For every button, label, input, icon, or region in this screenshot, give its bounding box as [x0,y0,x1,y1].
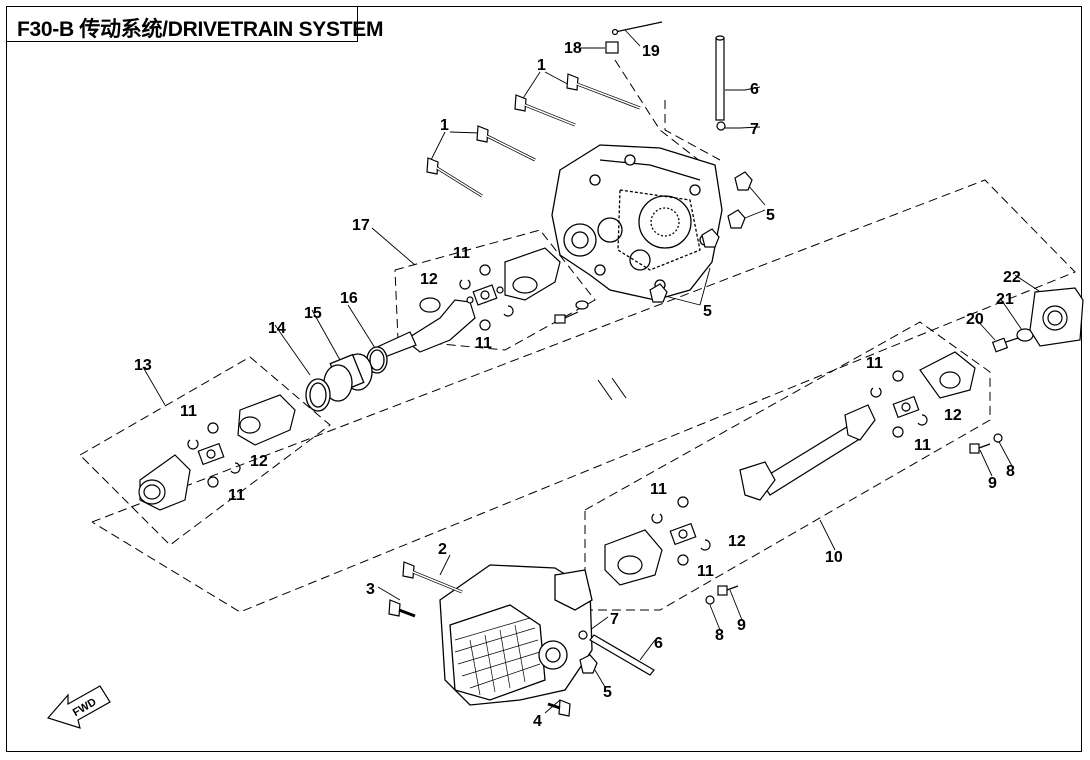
callout-8-rear: 8 [715,627,724,644]
callout-10: 10 [825,549,843,566]
flange-20-21-22 [991,287,1084,353]
coupling-group-13 [138,394,296,511]
u-joint-cross-12-right [892,395,920,419]
callout-3: 3 [366,581,375,598]
callout-12-d: 12 [728,533,746,550]
callout-12-b: 12 [250,453,268,470]
callout-5-rear: 5 [603,684,612,701]
callout-12-a: 12 [420,271,438,288]
bolt-1b [514,94,576,127]
callout-15: 15 [304,305,322,322]
callout-8-right: 8 [1006,463,1015,480]
drawing-frame [6,6,1082,752]
u-joint-cross-12-rear [669,522,697,546]
nuts-5-front [649,171,753,303]
callout-21: 21 [996,291,1014,308]
callout-11-h: 11 [697,563,714,580]
callout-6-rear: 6 [654,635,663,652]
callout-4: 4 [533,713,542,730]
callout-1-upper: 1 [537,57,546,74]
bolt-1-set [426,73,641,198]
fwd-arrow-icon: FWD [46,685,111,729]
u-joint-cross-12-left [197,442,225,466]
title-box: F30-B 传动系统/DRIVETRAIN SYSTEM [6,6,383,42]
rear-gearcase [439,564,593,706]
break-mark [597,377,627,401]
callout-11-e: 11 [866,355,883,372]
callout-20: 20 [966,311,984,328]
front-differential-housing [551,144,723,301]
callout-2: 2 [438,541,447,558]
callout-18: 18 [564,40,582,57]
callout-6-top: 6 [750,81,759,98]
callout-12-c: 12 [944,407,962,424]
callout-11-a: 11 [453,245,470,262]
sleeve-15 [323,353,373,402]
page-title: F30-B 传动系统/DRIVETRAIN SYSTEM [17,18,384,41]
bracket-18-pin-19 [605,21,663,54]
callout-11-g: 11 [650,481,667,498]
callout-11-c: 11 [180,403,197,420]
callout-5-mid: 5 [703,303,712,320]
rings-14-15-16 [305,346,388,412]
callout-14: 14 [268,320,286,337]
breather-tube-rear [578,630,655,676]
leader-lines [142,29,1046,714]
callout-11-f: 11 [914,437,931,454]
callout-13: 13 [134,357,152,374]
callout-7-rear: 7 [610,611,619,628]
callout-9-rear: 9 [737,617,746,634]
callout-11-d: 11 [228,487,245,504]
group-outlines [79,59,1076,613]
rear-gearcase-grille [454,617,541,696]
callout-9-right: 9 [988,475,997,492]
callout-17: 17 [352,217,370,234]
bolt-1c [476,125,536,162]
callout-1-lower: 1 [440,117,449,134]
u-joint-cross-12-front [466,284,504,306]
bolts-8-9 [705,433,1003,605]
callout-16: 16 [340,290,358,307]
bolt-1a [566,73,641,110]
callout-22: 22 [1003,269,1021,286]
callout-numbers: 1 1 2 3 4 5 5 5 6 6 7 7 8 8 9 9 10 11 11… [134,40,1021,730]
callout-7-top: 7 [750,121,759,138]
front-drive-group-outline [91,179,1076,613]
rear-propshaft-10 [604,351,976,586]
callout-19: 19 [642,43,660,60]
group-13-outline [79,356,331,546]
yoke-group-17 [374,247,589,359]
bolt-1d [426,157,483,198]
callout-5-right: 5 [766,207,775,224]
callout-11-b: 11 [475,335,492,352]
breather-tube-top [715,35,726,131]
bolts-2-3-4 [388,561,571,717]
